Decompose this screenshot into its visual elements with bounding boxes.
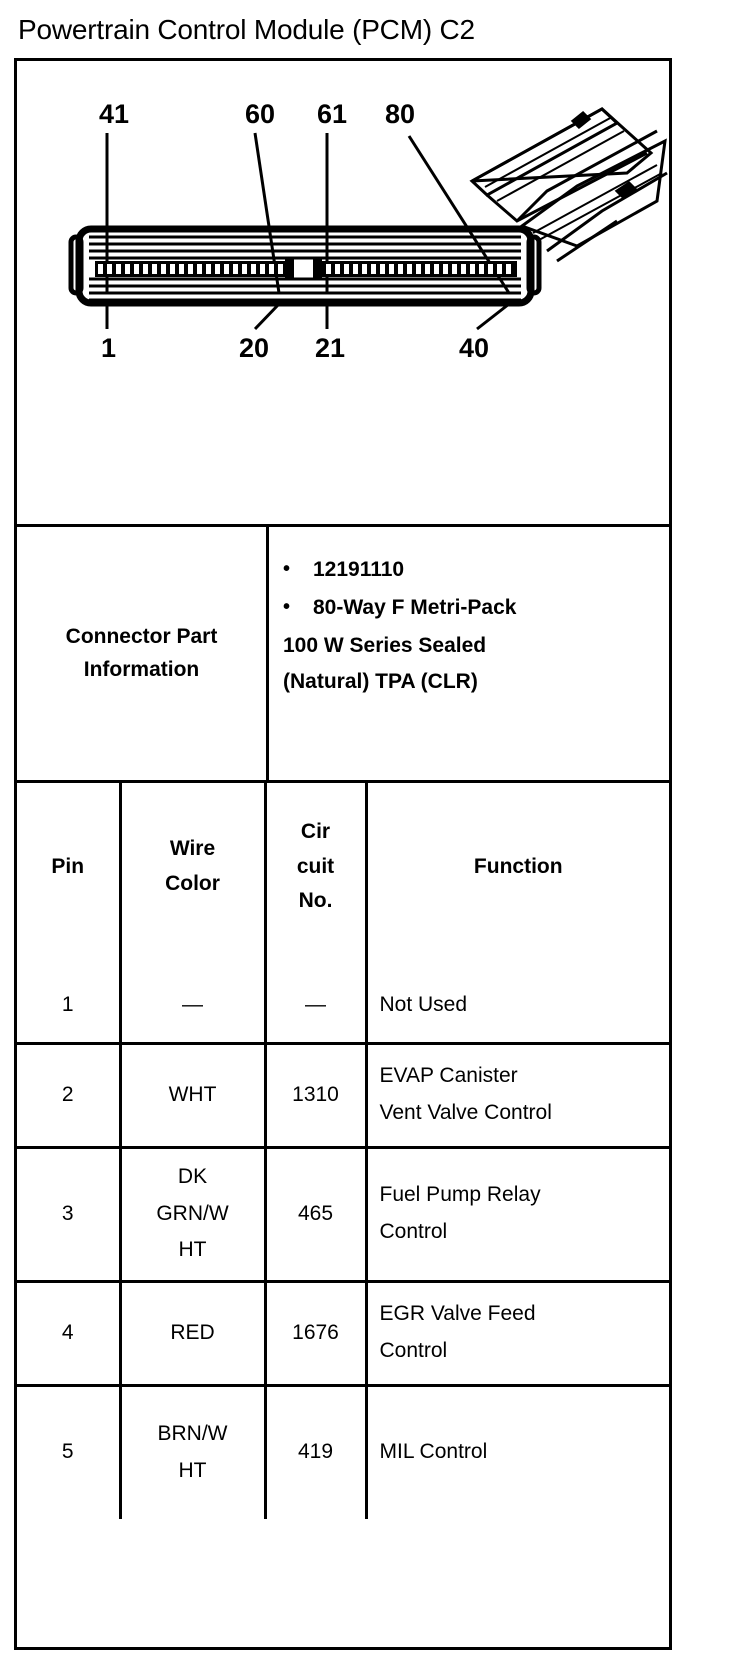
connector-isometric-view	[469, 107, 668, 263]
circuit-line1: Cir	[300, 820, 331, 844]
connector-info-sheet: 41 60 61 80 1 20 21 40 Connector Part In…	[14, 58, 672, 1650]
cell-pin: 2	[17, 1043, 122, 1149]
bullet-icon: •	[283, 596, 291, 619]
bullet-icon: •	[283, 558, 291, 580]
cell-pin: 3	[17, 1147, 122, 1283]
wire-color-line1: BRN/W	[157, 1422, 228, 1445]
cell-function: Fuel Pump Relay Control	[366, 1147, 669, 1283]
callout-60: 60	[245, 99, 276, 129]
cell-pin: 5	[17, 1385, 122, 1519]
wire-color-line2: GRN/W	[156, 1201, 229, 1225]
connector-diagram-panel: 41 60 61 80 1 20 21 40	[17, 61, 669, 527]
pin-assignment-table: Pin Wire Color Cir cuit No. Function 1 —…	[17, 783, 669, 1519]
wire-color-line1: DK	[177, 1164, 208, 1188]
table-row: 3 DK GRN/W HT 465 Fuel Pump Relay Contro…	[17, 1147, 669, 1283]
cpi-continuation-line: 100 W Series Sealed	[283, 634, 487, 658]
cell-circuit-no: 419	[265, 1385, 368, 1519]
callout-1: 1	[101, 333, 117, 363]
function-line1: EVAP Canister	[379, 1064, 518, 1088]
wire-color-line1: Wire	[169, 837, 216, 861]
cell-wire-color: WHT	[120, 1043, 267, 1149]
cpi-bullet-item: • 12191110	[283, 553, 655, 587]
cell-circuit-no: 1676	[265, 1281, 368, 1387]
function-line1: Not Used	[379, 992, 468, 1016]
callout-41: 41	[99, 99, 130, 129]
cell-function: EVAP Canister Vent Valve Control	[366, 1043, 669, 1149]
table-header-row: Pin Wire Color Cir cuit No. Function	[17, 783, 669, 969]
cell-function: EGR Valve Feed Control	[366, 1281, 669, 1387]
leader-20	[253, 302, 281, 331]
column-header-function: Function	[473, 854, 563, 878]
cell-wire-color: —	[120, 969, 267, 1045]
cell-circuit-no: 465	[265, 1147, 368, 1283]
cell-pin: 1	[17, 969, 122, 1045]
cell-pin: 4	[17, 1281, 122, 1387]
function-line2: Control	[379, 1220, 448, 1243]
callout-21: 21	[315, 333, 346, 363]
function-line1: MIL Control	[379, 1440, 488, 1464]
connector-part-information-label: Connector Part Information	[17, 527, 269, 780]
cell-circuit-no: 1310	[265, 1043, 368, 1149]
column-header-wire-color: Wire Color	[120, 783, 267, 969]
connector-part-information-row: Connector Part Information • 12191110 • …	[17, 527, 669, 783]
cpi-bullet-text: 80-Way F Metri-Pack	[313, 596, 517, 620]
cpi-bullet-text: 12191110	[313, 558, 405, 581]
connector-part-information-value: • 12191110 • 80-Way F Metri-Pack 100 W S…	[269, 527, 669, 780]
circuit-line3: No.	[298, 889, 333, 913]
connector-face-body	[68, 225, 542, 307]
wire-color-line3: HT	[178, 1238, 207, 1262]
cpi-continuation-line: (Natural) TPA (CLR)	[283, 670, 478, 694]
table-row: 2 WHT 1310 EVAP Canister Vent Valve Cont…	[17, 1043, 669, 1149]
cell-function: MIL Control	[366, 1385, 669, 1519]
column-header-circuit-no: Cir cuit No.	[265, 783, 368, 969]
callout-80: 80	[385, 99, 416, 129]
column-header-pin: Pin	[17, 783, 122, 969]
connector-drawing	[68, 107, 668, 331]
circuit-line2: cuit	[296, 854, 335, 878]
cell-wire-color: RED	[120, 1281, 267, 1387]
function-line1: Fuel Pump Relay	[379, 1183, 541, 1207]
callout-40: 40	[459, 333, 490, 363]
wire-color-line2: HT	[178, 1458, 207, 1482]
function-line2: Vent Valve Control	[379, 1101, 552, 1124]
cell-wire-color: DK GRN/W HT	[120, 1147, 267, 1283]
cell-wire-color: BRN/W HT	[120, 1385, 267, 1519]
function-line1: EGR Valve Feed	[379, 1302, 536, 1326]
cpi-bullet-item: • 80-Way F Metri-Pack	[283, 591, 655, 625]
cell-function: Not Used	[366, 969, 669, 1045]
table-row: 4 RED 1676 EGR Valve Feed Control	[17, 1281, 669, 1387]
callout-61: 61	[317, 99, 348, 129]
cell-circuit-no: —	[265, 969, 368, 1045]
wire-color-line2: Color	[165, 872, 220, 895]
callout-20: 20	[239, 333, 270, 363]
page-title: Powertrain Control Module (PCM) C2	[18, 14, 475, 45]
function-line2: Control	[379, 1339, 448, 1362]
leader-40	[476, 302, 510, 331]
table-row: 1 — — Not Used	[17, 969, 669, 1045]
table-row: 5 BRN/W HT 419 MIL Control	[17, 1385, 669, 1519]
